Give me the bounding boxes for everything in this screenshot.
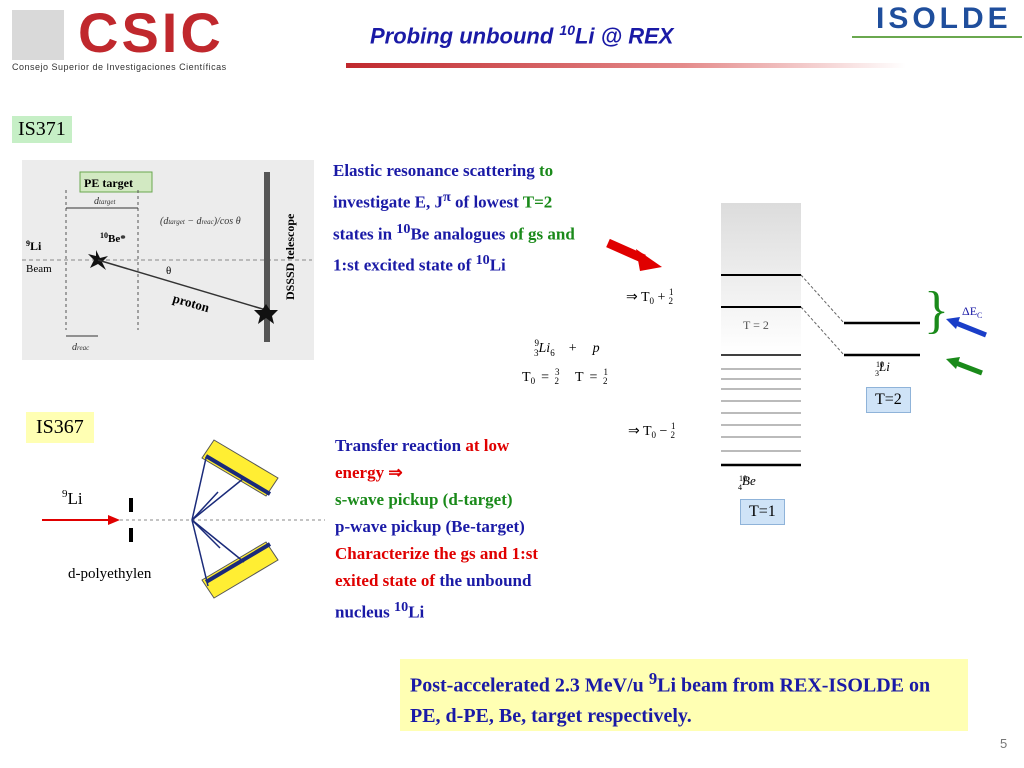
track-2 — [191, 491, 219, 521]
d-reac-label: dreac — [72, 342, 90, 353]
detector-bar — [264, 172, 270, 342]
connector-upper — [800, 274, 845, 324]
desc1-line2: investigate E, Jπ of lowest T=2 — [333, 189, 553, 212]
track-1 — [191, 457, 207, 521]
desc2-line4: p-wave pickup (Be-target) — [335, 517, 525, 536]
arrow-blue-icon — [955, 320, 987, 338]
d-formula-label: (dtarget − dreac)/cos θ — [160, 216, 241, 227]
transfer-reaction-diagram: 9Li d-polyethylen — [42, 439, 325, 599]
elastic-scattering-figure: PE target dtarget (dtarget − dreac)/cos … — [22, 160, 314, 360]
isolde-underline — [852, 36, 1022, 38]
title-post: Li @ REX — [574, 23, 674, 49]
summary-text: Post-accelerated 2.3 MeV/u 9Li beam from… — [410, 669, 931, 727]
beam-arrow-head — [108, 515, 120, 525]
proton-label: proton — [171, 290, 212, 315]
track-5 — [191, 477, 245, 521]
implies-arrow-icon: ⇒ — [388, 463, 403, 482]
track-6 — [191, 519, 245, 563]
coulomb-shift-brace: } — [924, 282, 949, 339]
isolde-logo: ISOLDE — [876, 2, 1012, 35]
summary-box — [400, 659, 968, 731]
pe-target-box — [79, 171, 153, 193]
desc2-line7: nucleus 10Li — [335, 599, 425, 622]
title-mass: 10 — [559, 22, 575, 38]
csic-subtitle: Consejo Superior de Investigaciones Cien… — [12, 62, 227, 72]
desc2-line3: s-wave pickup (d-target) — [335, 490, 513, 509]
transfer-reaction-description: Transfer reaction at low energy ⇒ s-wave… — [335, 432, 625, 626]
desc1-line4: 1:st excited state of 10Li — [333, 252, 506, 275]
experiment-tag-is371: IS371 — [12, 116, 72, 143]
title-pre: Probing unbound — [370, 23, 560, 49]
detector-lower — [201, 541, 279, 599]
desc2-line5: Characterize the gs and 1:st — [335, 544, 539, 563]
desc1-line3: states in 10Be analogues of gs and — [333, 220, 575, 244]
detector-upper-strip — [204, 454, 272, 496]
telescope-label: DSSSD telescope — [283, 213, 297, 300]
csic-emblem-icon — [12, 10, 64, 60]
track-4 — [191, 519, 209, 587]
li-label: 9Li — [26, 239, 42, 253]
desc2-line1: Transfer reaction at low — [335, 436, 510, 455]
target-mark-upper — [129, 498, 133, 512]
delta-e-label: ΔEC — [962, 304, 982, 320]
theta-label: θ — [166, 265, 171, 277]
t2-box: T=2 — [866, 387, 911, 413]
title-underline — [346, 63, 906, 68]
experiment-tag-is367: IS367 — [26, 412, 94, 443]
continuum-band — [721, 203, 801, 353]
t1-box: T=1 — [740, 499, 785, 525]
beam-label: Beam — [26, 263, 52, 275]
pe-target-label: PE target — [84, 176, 133, 190]
page-number: 5 — [1000, 736, 1008, 751]
hit-star-icon — [254, 304, 278, 324]
csic-logo-text: CSIC — [78, 1, 224, 64]
connector-lower — [800, 306, 845, 356]
arrow-green-icon — [955, 360, 983, 376]
be-label: 10Be* — [100, 231, 126, 245]
beam-li-label: 9Li — [62, 488, 83, 508]
elastic-scattering-diagram: PE target dtarget (dtarget − dreac)/cos … — [22, 171, 312, 353]
target-material-label: d-polyethylen — [68, 566, 152, 582]
detector-lower-strip — [204, 542, 272, 584]
detector-upper — [201, 439, 279, 497]
page-title: Probing unbound 10Li @ REX — [370, 22, 673, 49]
target-mark-lower — [129, 528, 133, 542]
csic-logo: CSIC Consejo Superior de Investigaciones… — [12, 1, 302, 74]
desc2-line6: exited state of the unbound — [335, 571, 532, 590]
desc1-line1: Elastic resonance scattering to — [333, 161, 554, 180]
arrow-blue-head — [946, 317, 960, 329]
elastic-scattering-description: Elastic resonance scattering to investig… — [333, 157, 663, 279]
desc2-line2: energy ⇒ — [335, 463, 403, 482]
arrow-red-head — [636, 249, 662, 271]
d-target-label: dtarget — [94, 196, 117, 207]
proton-track — [97, 259, 267, 311]
arrow-green-head — [946, 357, 960, 369]
t2-level-label: T = 2 — [743, 318, 769, 332]
